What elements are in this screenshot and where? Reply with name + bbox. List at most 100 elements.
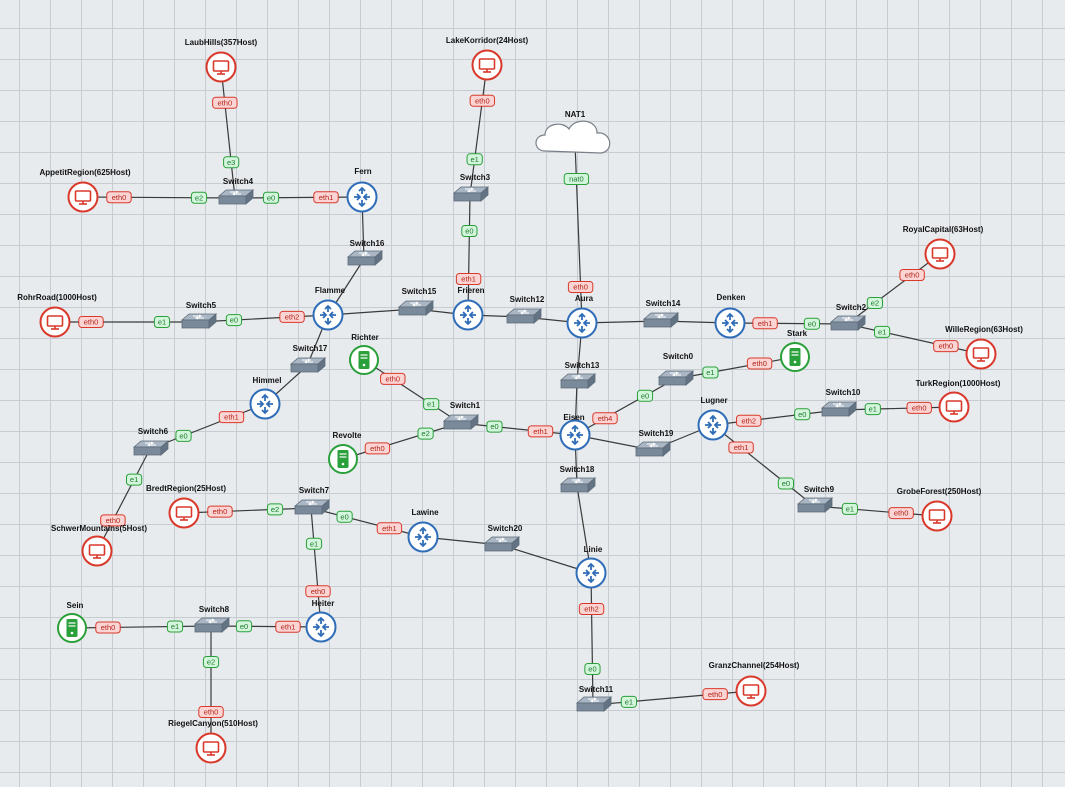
- link-switch0-stark[interactable]: [674, 356, 796, 380]
- switch6-switch[interactable]: Switch6: [132, 427, 170, 456]
- link-switch20-linie[interactable]: [500, 544, 592, 574]
- eth0-interface-label: eth0: [899, 269, 925, 281]
- nat1-cloud[interactable]: NAT1: [535, 110, 611, 154]
- grobe-pc[interactable]: GrobeForest(250Host): [897, 487, 982, 532]
- granz-pc[interactable]: GranzChannel(254Host): [709, 661, 800, 707]
- fern-label: Fern: [354, 167, 371, 176]
- switch7-switch[interactable]: Switch7: [293, 486, 331, 515]
- link-switch1-eisen[interactable]: [459, 422, 576, 436]
- eisen-router[interactable]: Eisen: [559, 413, 591, 451]
- link-sein-switch8[interactable]: [71, 625, 212, 629]
- link-lakekorridor-switch3[interactable]: [469, 64, 488, 196]
- link-himmel-switch6[interactable]: [149, 403, 266, 450]
- rohr-label: RohrRoad(1000Host): [17, 293, 97, 302]
- rohr-pc[interactable]: RohrRoad(1000Host): [17, 293, 97, 338]
- lakekorridor-pc[interactable]: LakeKorridor(24Host): [446, 36, 529, 81]
- laubhills-pc[interactable]: LaubHills(357Host): [185, 38, 258, 83]
- svg-text:eth2: eth2: [741, 416, 756, 425]
- switch16-switch[interactable]: Switch16: [346, 239, 385, 266]
- link-switch7-heiter[interactable]: [310, 507, 322, 628]
- link-denken-switch2[interactable]: [729, 322, 848, 325]
- switch10-label: Switch10: [826, 388, 861, 397]
- svg-text:e1: e1: [470, 155, 478, 164]
- svg-text:e3: e3: [227, 158, 235, 167]
- riegel-pc[interactable]: RiegelCanyon(510Host): [168, 719, 258, 764]
- link-switch3-frieren[interactable]: [467, 194, 471, 316]
- aura-router[interactable]: Aura: [566, 294, 598, 339]
- switch8-switch[interactable]: Switch8: [193, 605, 231, 633]
- svg-text:e0: e0: [340, 512, 348, 521]
- lawine-router[interactable]: Lawine: [407, 508, 440, 553]
- switch10-switch[interactable]: Switch10: [820, 388, 861, 417]
- switch14-switch[interactable]: Switch14: [642, 299, 681, 328]
- svg-text:eth0: eth0: [708, 690, 723, 699]
- switch3-switch[interactable]: Switch3: [452, 173, 491, 202]
- link-eisen-switch0[interactable]: [574, 378, 676, 436]
- sein-label: Sein: [67, 601, 84, 610]
- switch-icon: [820, 401, 858, 417]
- switch1-switch[interactable]: Switch1: [442, 401, 481, 430]
- link-lugner-switch9[interactable]: [712, 424, 815, 507]
- switch2-switch[interactable]: Switch2: [829, 303, 867, 331]
- switch12-switch[interactable]: Switch12: [505, 295, 545, 324]
- svg-text:eth2: eth2: [285, 313, 300, 322]
- link-switch7-lawine[interactable]: [310, 507, 424, 538]
- link-switch10-turk[interactable]: [837, 406, 955, 411]
- appetit-pc[interactable]: AppetitRegion(625Host): [39, 168, 131, 213]
- heiter-router[interactable]: Heiter: [305, 599, 337, 643]
- link-switch5-flamme[interactable]: [197, 314, 329, 323]
- switch13-switch[interactable]: Switch13: [559, 361, 600, 389]
- svg-text:e1: e1: [158, 318, 166, 327]
- himmel-router[interactable]: Himmel: [249, 376, 282, 420]
- link-switch6-schwer[interactable]: [96, 448, 151, 552]
- router-icon: [697, 409, 729, 441]
- server-icon: [349, 345, 379, 375]
- switch0-switch[interactable]: Switch0: [657, 352, 695, 386]
- switch15-switch[interactable]: Switch15: [397, 287, 437, 316]
- pc-icon: [39, 306, 71, 338]
- turk-pc[interactable]: TurkRegion(1000Host): [916, 379, 1001, 423]
- bredt-pc[interactable]: BredtRegion(25Host): [146, 484, 226, 529]
- linie-label: Linie: [584, 545, 603, 554]
- linie-router[interactable]: Linie: [575, 545, 607, 589]
- eth0-interface-label: eth0: [207, 505, 233, 518]
- switch17-switch[interactable]: Switch17: [289, 344, 328, 373]
- wille-pc[interactable]: WilleRegion(63Host): [945, 325, 1023, 370]
- switch18-switch[interactable]: Switch18: [560, 465, 597, 493]
- switch20-switch[interactable]: Switch20: [483, 524, 523, 552]
- link-laubhills-switch4[interactable]: [220, 66, 236, 199]
- lugner-router[interactable]: Lugner: [697, 396, 729, 441]
- e3-interface-label: e3: [223, 156, 240, 169]
- link-switch2-royal[interactable]: [846, 253, 941, 325]
- link-switch9-grobe[interactable]: [813, 505, 938, 517]
- fern-router[interactable]: Fern: [346, 167, 378, 213]
- stark-server[interactable]: Stark: [780, 329, 810, 372]
- denken-router[interactable]: Denken: [714, 293, 746, 339]
- frieren-router[interactable]: Frieren: [452, 286, 485, 331]
- revolte-server[interactable]: Revolte: [328, 431, 362, 474]
- switch9-switch[interactable]: Switch9: [796, 485, 835, 513]
- switch6-label: Switch6: [138, 427, 169, 436]
- eth0-interface-label: eth0: [100, 514, 126, 527]
- link-switch2-wille[interactable]: [846, 323, 982, 355]
- switch11-switch[interactable]: Switch11: [575, 685, 614, 712]
- schwer-pc[interactable]: SchwerMountains(5Host): [51, 524, 147, 567]
- eth1-interface-label: eth1: [752, 317, 778, 330]
- link-linie-switch11[interactable]: [590, 572, 594, 706]
- switch5-switch[interactable]: Switch5: [180, 301, 218, 329]
- switch1-label: Switch1: [450, 401, 481, 410]
- richter-server[interactable]: Richter: [349, 333, 379, 375]
- link-switch4-fern[interactable]: [234, 196, 363, 199]
- link-revolte-switch1[interactable]: [342, 422, 461, 460]
- link-appetit-switch4[interactable]: [82, 196, 236, 199]
- royal-pc[interactable]: RoyalCapital(63Host): [903, 225, 984, 270]
- flamme-router[interactable]: Flamme: [312, 286, 346, 331]
- switch19-switch[interactable]: Switch19: [634, 429, 674, 457]
- riegel-label: RiegelCanyon(510Host): [168, 719, 258, 728]
- sein-server[interactable]: Sein: [57, 601, 87, 643]
- link-bredt-switch7[interactable]: [183, 507, 312, 514]
- link-richter-switch1[interactable]: [363, 359, 461, 424]
- switch4-switch[interactable]: Switch4: [217, 177, 255, 205]
- link-lugner-switch10[interactable]: [712, 409, 839, 426]
